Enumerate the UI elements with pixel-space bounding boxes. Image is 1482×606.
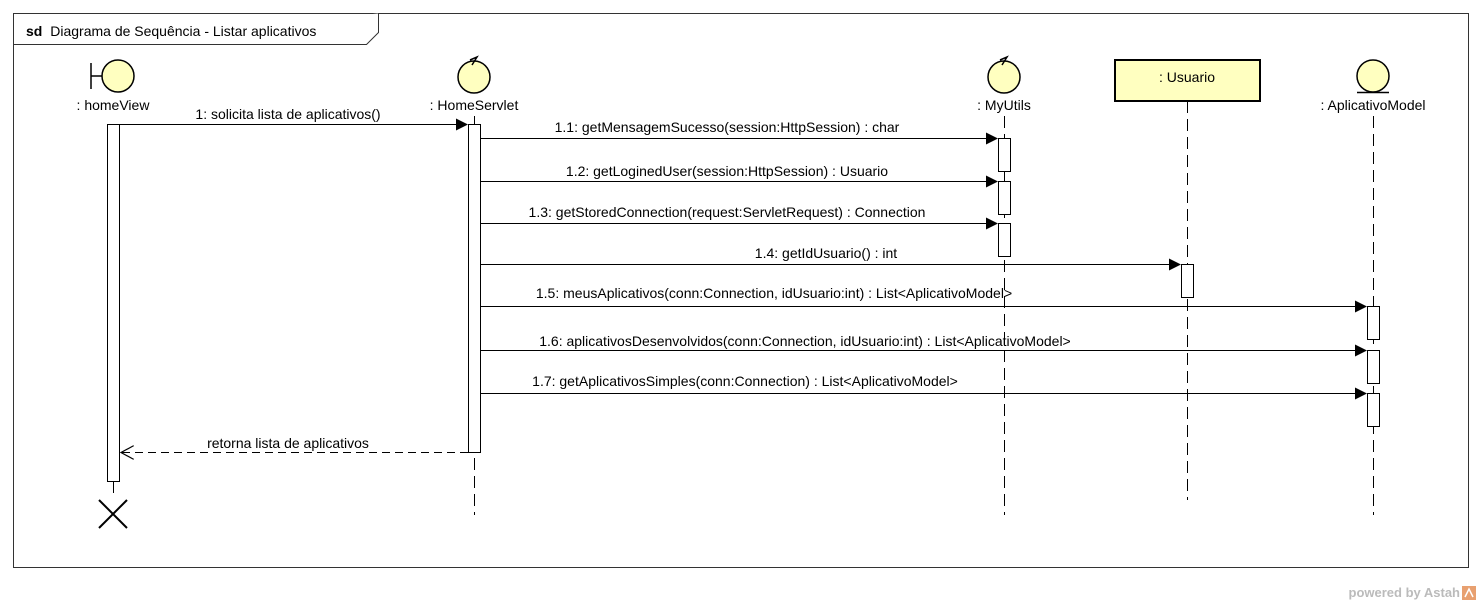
message-1-1: 1.1: getMensagemSucesso(session:HttpSess… <box>481 119 998 145</box>
activation-aplicativomodel-2 <box>1367 350 1380 384</box>
frame-label-tab <box>13 13 379 45</box>
activation-bars <box>107 124 1380 482</box>
watermark-text: powered by Astah <box>1349 585 1461 600</box>
message-1-6: 1.6: aplicativosDesenvolvidos(conn:Conne… <box>481 333 1367 357</box>
activation-aplicativomodel-1 <box>1367 306 1380 340</box>
frame-title: sd Diagrama de Sequência - Listar aplica… <box>26 23 316 39</box>
message-1-4: 1.4: getIdUsuario() : int <box>481 245 1181 271</box>
message-label: 1.3: getStoredConnection(request:Servlet… <box>529 204 926 220</box>
message-label: 1: solicita lista de aplicativos() <box>195 106 380 122</box>
activation-aplicativomodel-3 <box>1367 393 1380 427</box>
lifeline-label-homeview: : homeView <box>77 97 151 113</box>
lifeline-usuario: : Usuario <box>1114 59 1261 102</box>
lifeline-label-myutils: : MyUtils <box>977 97 1031 113</box>
activation-myutils-1 <box>998 138 1011 172</box>
lifeline-label-aplicativomodel: : AplicativoModel <box>1320 97 1425 113</box>
frame-title-text: Diagrama de Sequência - Listar aplicativ… <box>50 23 316 39</box>
message-label: 1.1: getMensagemSucesso(session:HttpSess… <box>555 119 900 135</box>
message-label: 1.6: aplicativosDesenvolvidos(conn:Conne… <box>539 333 1071 349</box>
message-1-2: 1.2: getLoginedUser(session:HttpSession)… <box>481 163 998 188</box>
message-1-3: 1.3: getStoredConnection(request:Servlet… <box>481 204 998 230</box>
frame-keyword: sd <box>26 23 42 39</box>
message-1-7: 1.7: getAplicativosSimples(conn:Connecti… <box>481 373 1367 400</box>
message-label: 1.2: getLoginedUser(session:HttpSession)… <box>566 163 888 179</box>
lifeline-myutils: : MyUtils <box>977 55 1031 113</box>
lifeline-aplicativomodel: : AplicativoModel <box>1320 59 1426 113</box>
diagram-frame <box>13 13 1469 568</box>
message-return: retorna lista de aplicativos <box>121 435 468 453</box>
lifeline-label-usuario: : Usuario <box>1159 69 1215 85</box>
message-label: retorna lista de aplicativos <box>207 435 369 451</box>
control-icon <box>457 55 491 94</box>
messages: 1: solicita lista de aplicativos() 1.1: … <box>120 106 1367 453</box>
destroy-marker-icon <box>98 499 128 529</box>
boundary-icon <box>90 59 135 93</box>
message-1-5: 1.5: meusAplicativos(conn:Connection, id… <box>481 285 1367 313</box>
activation-usuario <box>1181 264 1194 298</box>
astah-logo-icon <box>1462 586 1476 600</box>
entity-icon <box>1356 59 1390 94</box>
activation-myutils-3 <box>998 223 1011 257</box>
astah-watermark: powered by Astah <box>1349 585 1476 600</box>
activation-myutils-2 <box>998 181 1011 215</box>
lifeline-label-homeservlet: : HomeServlet <box>430 97 519 113</box>
activation-homeservlet <box>468 124 481 453</box>
lifeline-homeservlet: : HomeServlet <box>430 55 519 113</box>
control-icon <box>987 55 1021 94</box>
message-label: 1.4: getIdUsuario() : int <box>755 245 898 261</box>
lifeline-homeview: : homeView <box>77 59 151 113</box>
message-label: 1.5: meusAplicativos(conn:Connection, id… <box>536 285 1012 301</box>
object-box <box>1114 59 1261 102</box>
message-1: 1: solicita lista de aplicativos() <box>120 106 468 131</box>
activation-homeview <box>107 124 120 482</box>
message-label: 1.7: getAplicativosSimples(conn:Connecti… <box>532 373 958 389</box>
